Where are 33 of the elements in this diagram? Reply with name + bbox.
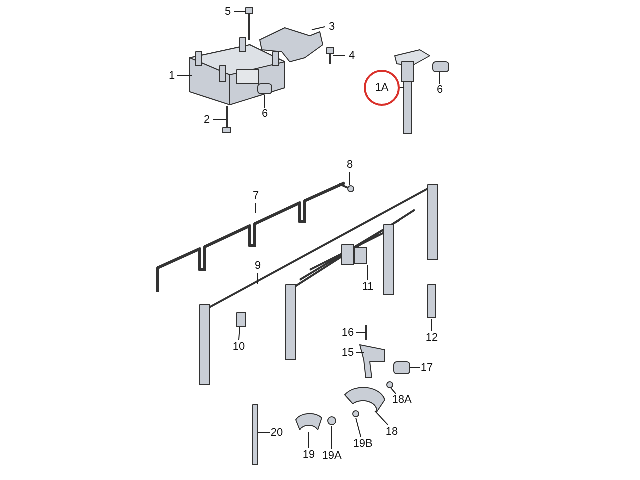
leader-line — [356, 418, 362, 438]
callout-number: 10 — [232, 341, 246, 353]
callout-number: 18A — [392, 394, 412, 406]
leader-line — [238, 326, 240, 340]
leader-line — [356, 332, 366, 334]
leader-line — [308, 432, 310, 448]
callout-number: 1 — [168, 70, 176, 82]
callout-number: 15 — [342, 347, 354, 359]
callout-number: 6 — [436, 84, 444, 96]
callout-number: 1A — [364, 70, 400, 106]
leader-line — [374, 410, 388, 426]
callout-number: 6 — [262, 108, 268, 120]
callout-number: 17 — [420, 362, 434, 374]
leader-line — [264, 94, 266, 108]
callout-number: 19A — [322, 450, 342, 462]
callout-number: 12 — [426, 332, 438, 344]
callout-number: 11 — [362, 281, 374, 293]
callout-number: 2 — [204, 114, 210, 126]
callout-number: 16 — [342, 327, 354, 339]
callout-number: 7 — [252, 190, 260, 202]
callout-number: 9 — [254, 260, 262, 272]
leader-line — [312, 26, 326, 30]
callout-number: 3 — [328, 21, 336, 33]
leader-line — [258, 432, 270, 434]
callout-number: 19 — [302, 449, 316, 461]
callout-number: 4 — [348, 50, 356, 62]
leader-line — [356, 352, 364, 354]
callout-number: 5 — [224, 6, 232, 18]
callout-number: 18 — [386, 426, 398, 438]
callout-number: 8 — [346, 159, 354, 171]
callout-number: 19B — [353, 438, 373, 450]
leader-line — [390, 388, 396, 394]
callout-number: 20 — [270, 427, 284, 439]
